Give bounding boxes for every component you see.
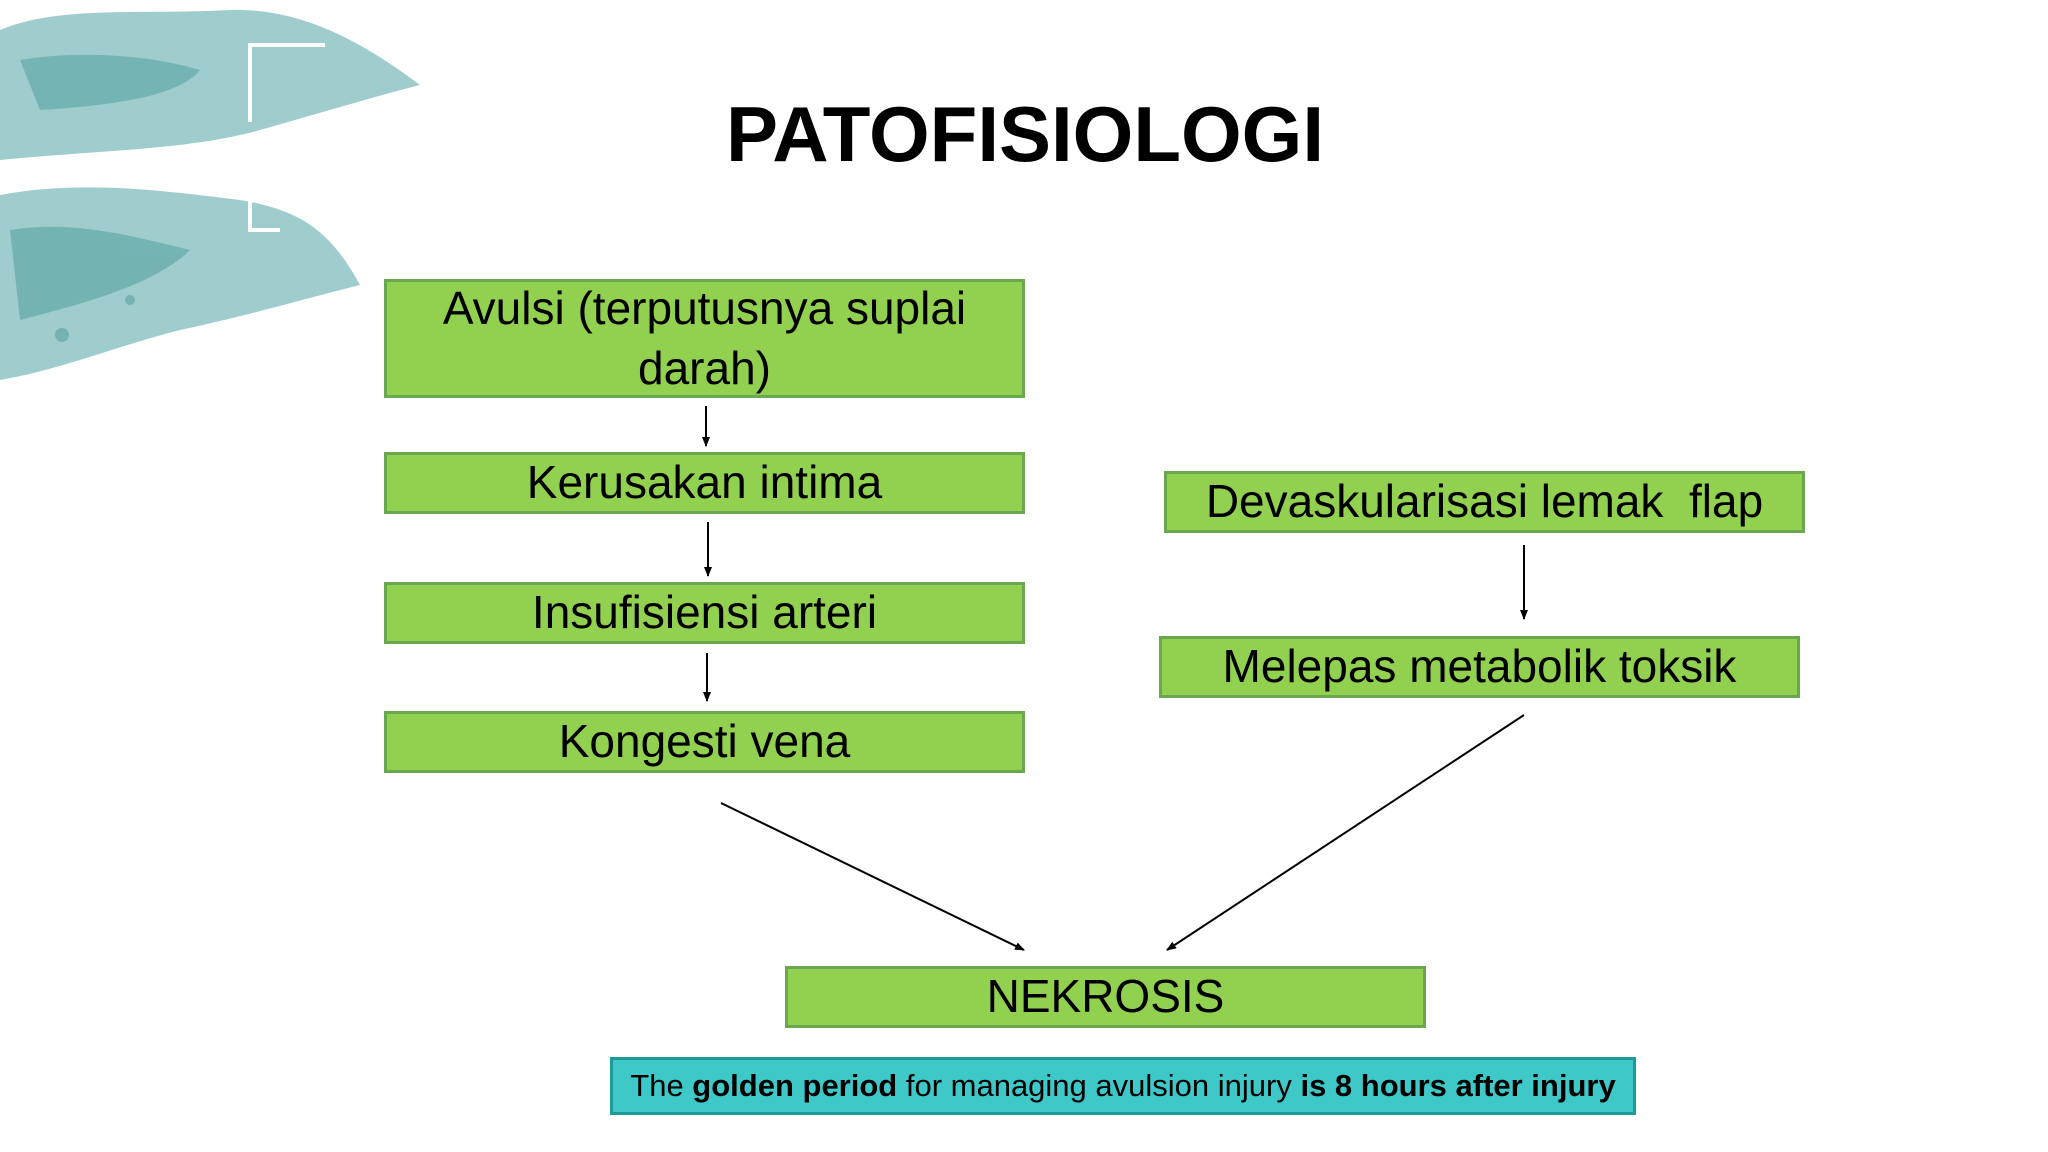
step-kongesti-vena: Kongesti vena [384, 711, 1025, 773]
watercolor-decoration [0, 9, 420, 380]
step-kerusakan-intima: Kerusakan intima [384, 452, 1025, 514]
slide-title: PATOFISIOLOGI [725, 90, 1325, 178]
step-melepas-metabolik: Melepas metabolik toksik [1159, 636, 1800, 698]
note-text-3: for managing avulsion injury [897, 1068, 1301, 1103]
golden-period-note: The golden period for managing avulsion … [610, 1057, 1636, 1115]
note-text-1: The [630, 1068, 693, 1103]
arrow-metabolik-to-nekrosis [1166, 714, 1525, 951]
step-insufisiensi-arteri: Insufisiensi arteri [384, 582, 1025, 644]
step-avulsi: Avulsi (terputusnya suplai darah) [384, 279, 1025, 398]
step-devaskularisasi: Devaskularisasi lemak flap [1164, 471, 1805, 533]
note-text-4: is 8 hours after injury [1300, 1068, 1616, 1103]
arrow-vena-to-nekrosis [720, 802, 1025, 951]
note-text-2: golden period [692, 1068, 898, 1103]
outcome-nekrosis: NEKROSIS [785, 966, 1426, 1028]
